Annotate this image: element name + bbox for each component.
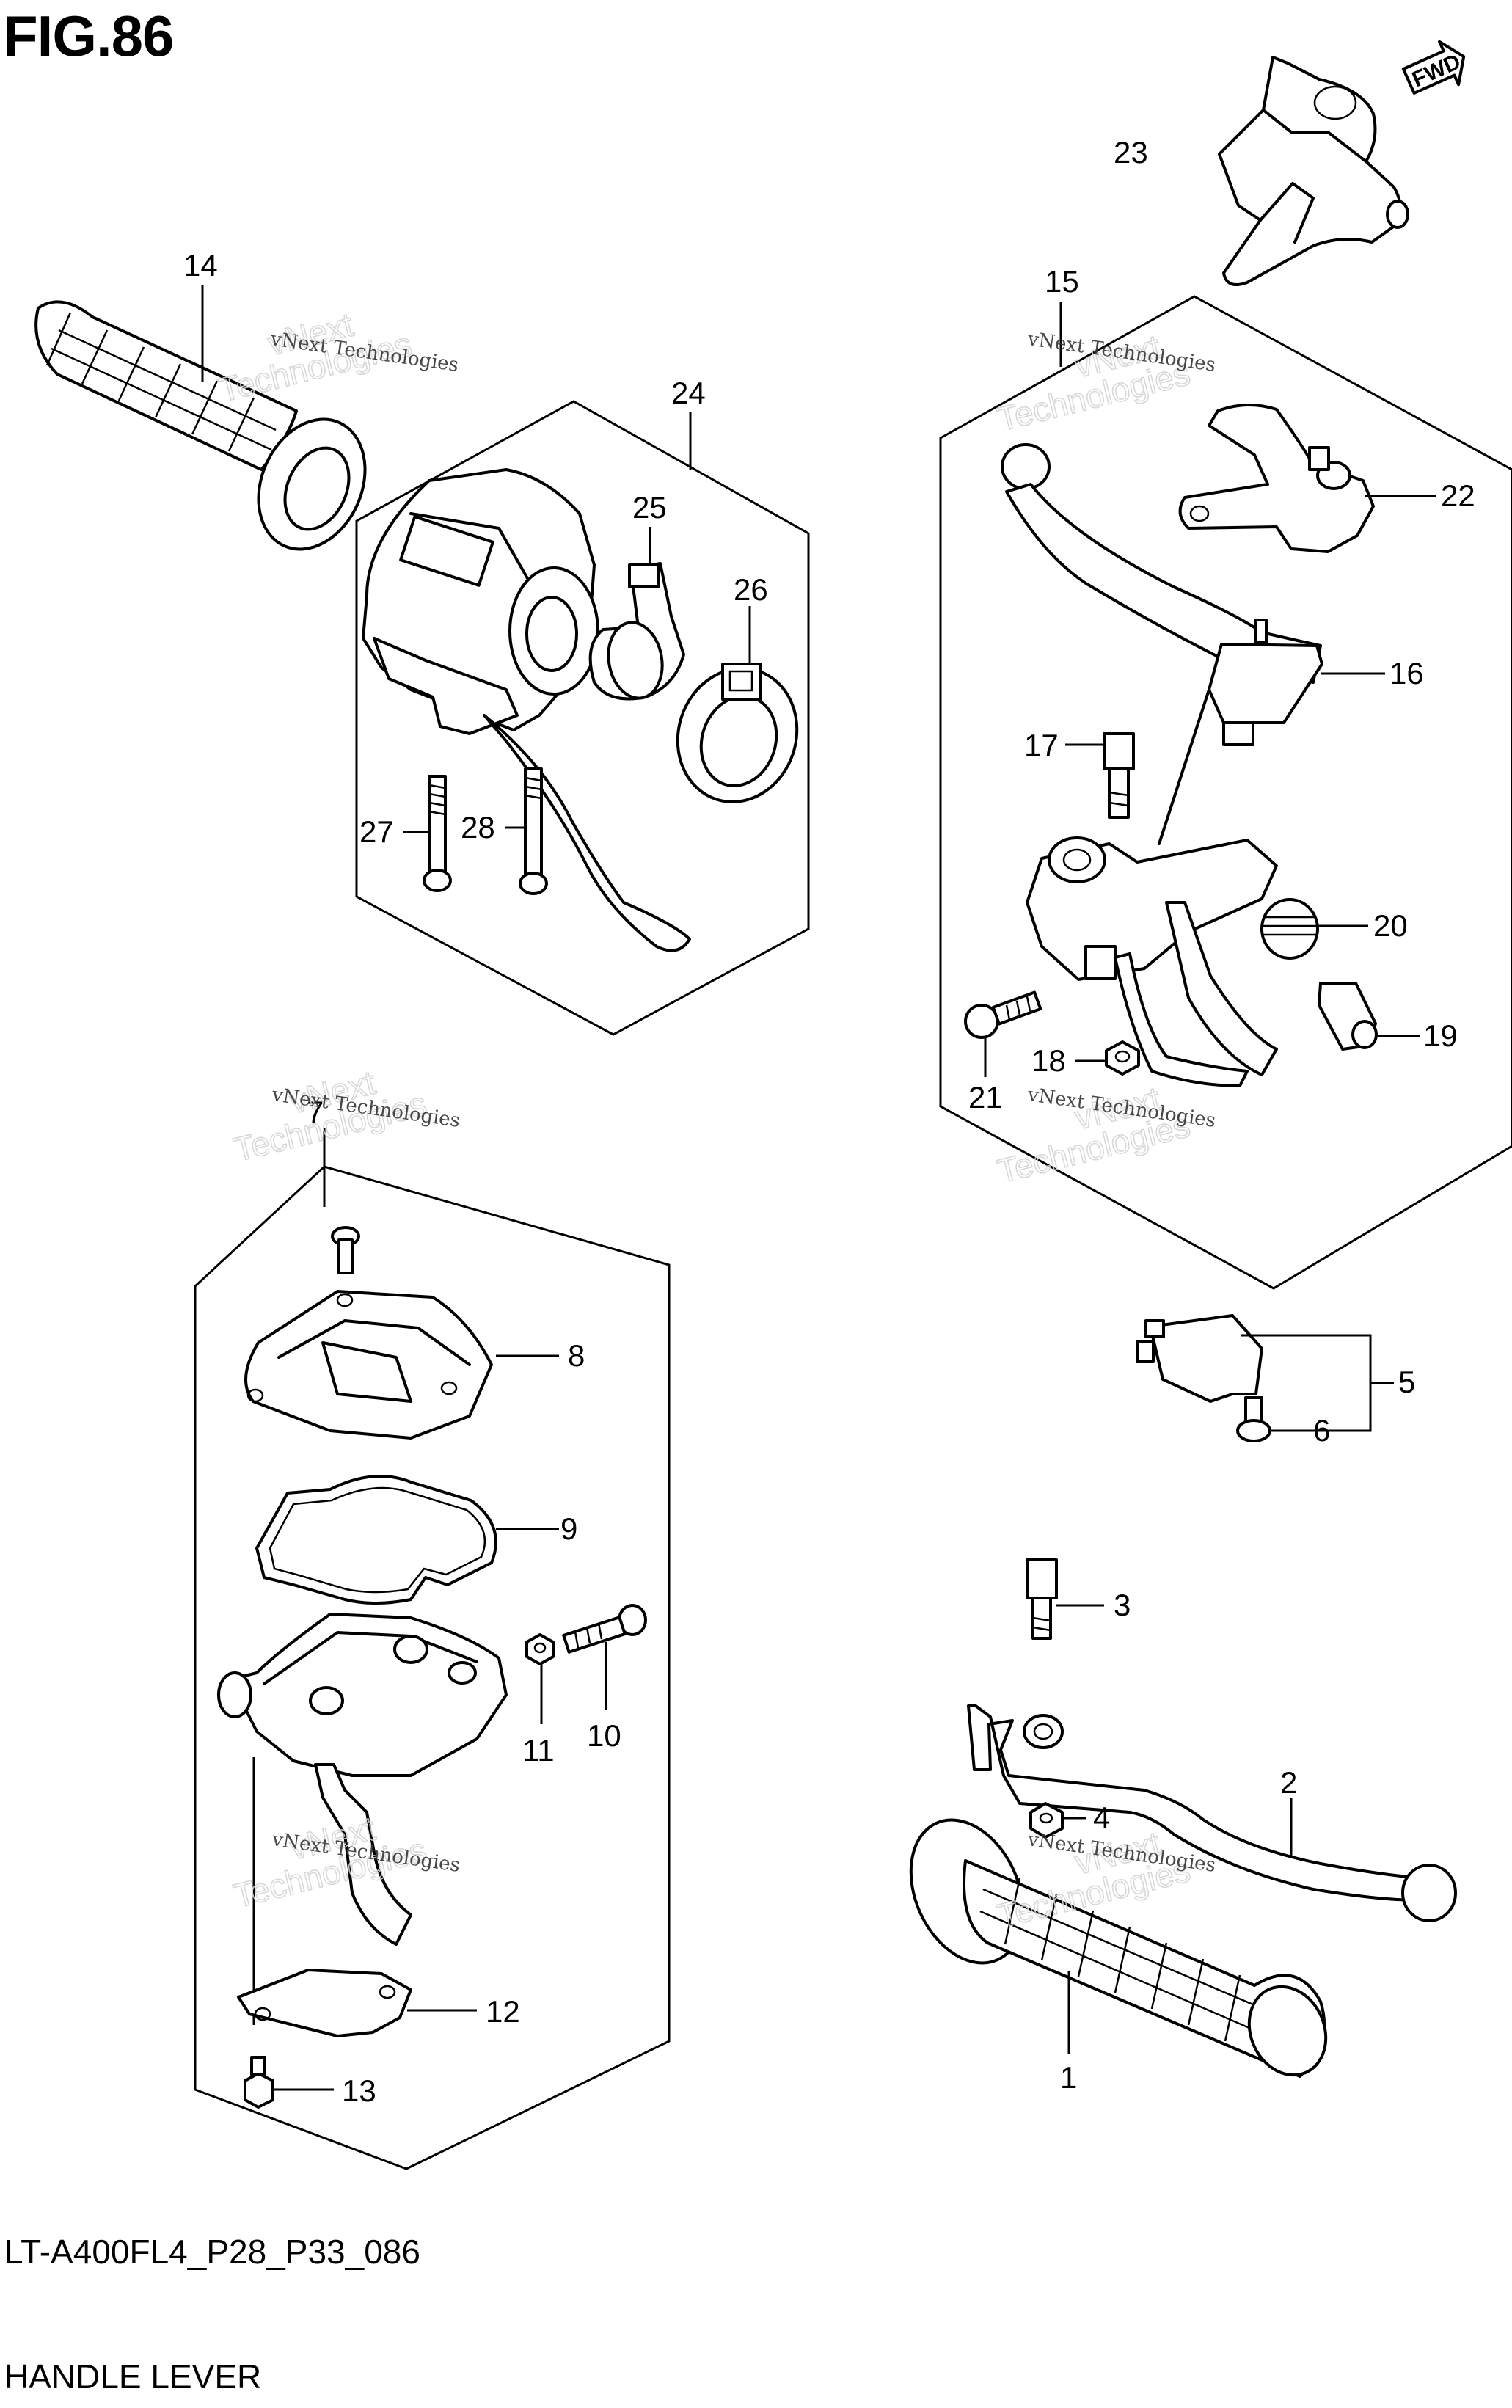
group-frame-15 bbox=[939, 295, 1512, 1290]
callout-10: 10 bbox=[587, 1718, 621, 1753]
callout-4: 4 bbox=[1093, 1800, 1110, 1835]
part-11-nut bbox=[525, 1633, 555, 1665]
diagram-caption: HANDLE LEVER bbox=[4, 2357, 262, 2396]
callout-8: 8 bbox=[568, 1338, 585, 1373]
part-7-screw-top bbox=[331, 1226, 360, 1274]
callout-23: 23 bbox=[1114, 135, 1148, 169]
part-27-screw bbox=[423, 775, 452, 892]
part-28-screw bbox=[519, 767, 548, 895]
group-frame-24 bbox=[355, 400, 810, 1036]
part-8-cover bbox=[244, 1290, 493, 1440]
part-22-bracket bbox=[1178, 404, 1375, 553]
diagram-code: LT-A400FL4_P28_P33_086 bbox=[4, 2233, 420, 2271]
part-12-plate bbox=[237, 1969, 412, 2037]
callout-1: 1 bbox=[1060, 2060, 1077, 2095]
callout-13: 13 bbox=[342, 2073, 376, 2108]
part-1-grip-right bbox=[909, 1818, 1328, 2078]
callout-15: 15 bbox=[1045, 264, 1079, 299]
callout-14: 14 bbox=[183, 248, 218, 282]
callout-2: 2 bbox=[1280, 1765, 1297, 1800]
callout-6: 6 bbox=[1313, 1413, 1330, 1448]
part-14-grip-left bbox=[34, 300, 367, 551]
part-16-brake-lever bbox=[1001, 443, 1323, 845]
callout-12: 12 bbox=[486, 1994, 520, 2029]
part-20-reservoir-cap bbox=[1260, 898, 1319, 960]
callout-20: 20 bbox=[1373, 908, 1408, 943]
callout-17: 17 bbox=[1024, 728, 1059, 762]
part-25-lever bbox=[588, 562, 685, 701]
callout-9: 9 bbox=[560, 1511, 577, 1546]
part-17-pivot-bolt bbox=[1103, 732, 1135, 819]
part-19-brake-switch bbox=[1318, 982, 1378, 1051]
callout-26: 26 bbox=[734, 572, 768, 607]
callout-21: 21 bbox=[968, 1080, 1003, 1114]
callout-labels: 14 15 23 24 25 26 27 28 22 16 17 20 19 1… bbox=[183, 135, 1475, 2108]
callout-27: 27 bbox=[359, 814, 394, 849]
part-23-guard bbox=[1218, 56, 1409, 286]
part-6-screw bbox=[1236, 1396, 1271, 1442]
part-26-collar bbox=[676, 663, 799, 803]
part-7-housing bbox=[217, 1613, 508, 2025]
part-13-nut bbox=[244, 2056, 274, 2109]
part-21-bolt bbox=[964, 990, 1042, 1039]
callout-24: 24 bbox=[671, 376, 706, 410]
callout-16: 16 bbox=[1389, 656, 1424, 690]
callout-7: 7 bbox=[307, 1095, 324, 1129]
callout-19: 19 bbox=[1423, 1018, 1458, 1053]
callout-18: 18 bbox=[1031, 1043, 1066, 1078]
part-9-gasket bbox=[255, 1475, 497, 1605]
part-10-bolt bbox=[562, 1604, 647, 1654]
part-4-nut bbox=[1029, 1802, 1064, 1839]
figure-title: FIG.86 bbox=[3, 4, 174, 68]
callout-5: 5 bbox=[1398, 1365, 1415, 1399]
callout-22: 22 bbox=[1441, 478, 1475, 513]
callout-3: 3 bbox=[1114, 1588, 1131, 1622]
callout-25: 25 bbox=[632, 490, 667, 525]
fwd-arrow-icon: FWD bbox=[1401, 40, 1466, 95]
part-18-nut bbox=[1105, 1040, 1140, 1076]
part-15-master-cylinder bbox=[1026, 836, 1278, 1087]
callout-11: 11 bbox=[522, 1733, 555, 1767]
part-5-switch bbox=[1136, 1314, 1263, 1403]
part-2-lever bbox=[967, 1704, 1457, 1922]
part-3-pivot-bolt bbox=[1026, 1558, 1058, 1640]
callout-28: 28 bbox=[461, 810, 495, 844]
